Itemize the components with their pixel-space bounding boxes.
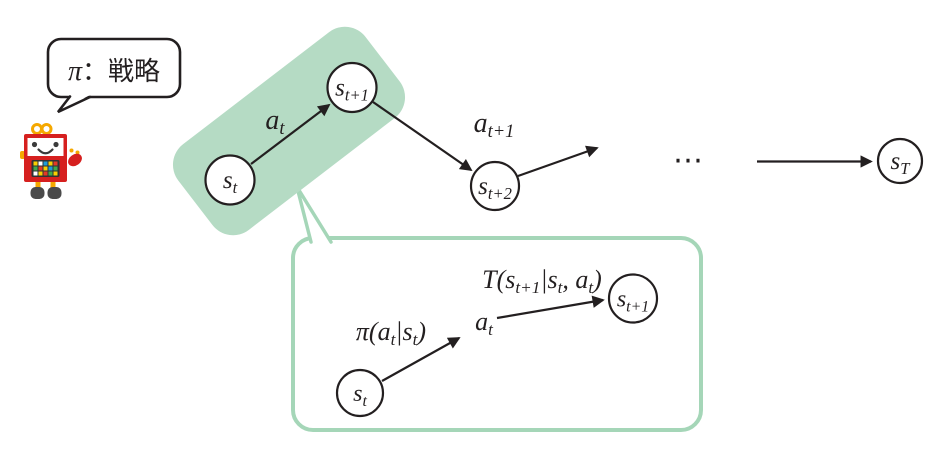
robot-foot [30,187,45,199]
chest-pixel [43,161,48,166]
chest-pixel [53,171,58,176]
robot-key-icon [40,123,53,135]
robot-right-hand [68,153,82,167]
robot-smile [37,148,54,155]
action-label-at: at [265,105,285,138]
arrow-st1-to-st2 [372,101,473,172]
arrow-st2-onward [517,145,599,178]
chest-pixel [43,166,48,171]
chest-pixel [38,161,43,166]
chest-pixel [33,161,38,166]
state-label-st: st [223,167,238,197]
robot-leg [50,180,56,189]
detail-state-node-st [335,368,385,418]
policy-caption: π：戦略 [68,56,160,87]
state-node-st2 [469,160,521,212]
chest-pixel [38,171,43,176]
robot-leg [35,180,41,189]
speech-bubble: π：戦略 [46,37,182,114]
ellipsis: ⋯ [673,143,703,178]
arrow-detail-at-to-st1 [496,295,605,320]
highlight-region [172,26,406,236]
chest-pixel [53,166,58,171]
speech-bubble-body [46,37,182,99]
detail-state-label-st: st [353,381,367,410]
robot-finger [75,150,80,155]
state-label-sT: sT [891,148,912,178]
state-label-st2: st+2 [478,173,512,203]
speech-bubble-tail-outline [56,95,92,114]
arrow-detail-st-to-at [381,337,461,382]
detail-state-node-st1 [607,273,659,324]
detail-state-label-st1: st+1 [617,287,649,316]
chest-pixel [53,161,58,166]
robot-mascot [20,123,82,199]
chest-pixel [48,166,53,171]
robot-foot [47,187,62,199]
chest-pixel [33,166,38,171]
robot-chest-pixels [33,161,58,176]
robot-eye [31,141,38,148]
chest-pixel [48,161,53,166]
chest-pixel [33,171,38,176]
robot-finger [69,148,74,153]
chest-pixel [38,166,43,171]
state-node-st1 [326,61,378,114]
policy-distribution-label: π(at|st) [356,317,426,349]
state-label-st1: st+1 [335,75,369,105]
action-label-at1: at+1 [474,108,515,141]
state-node-sT [876,137,924,185]
chest-pixel [48,171,53,176]
detail-action-label-at: at [475,307,494,339]
chest-pixel [43,171,48,176]
detail-callout-box [291,236,703,432]
state-node-st [204,154,256,206]
transition-function-label: T(st+1|st, at) [482,265,602,297]
robot-left-arm [20,151,25,159]
robot-key-icon [31,123,43,135]
robot-eye [53,141,59,148]
arrow-st-to-st1 [250,103,331,165]
